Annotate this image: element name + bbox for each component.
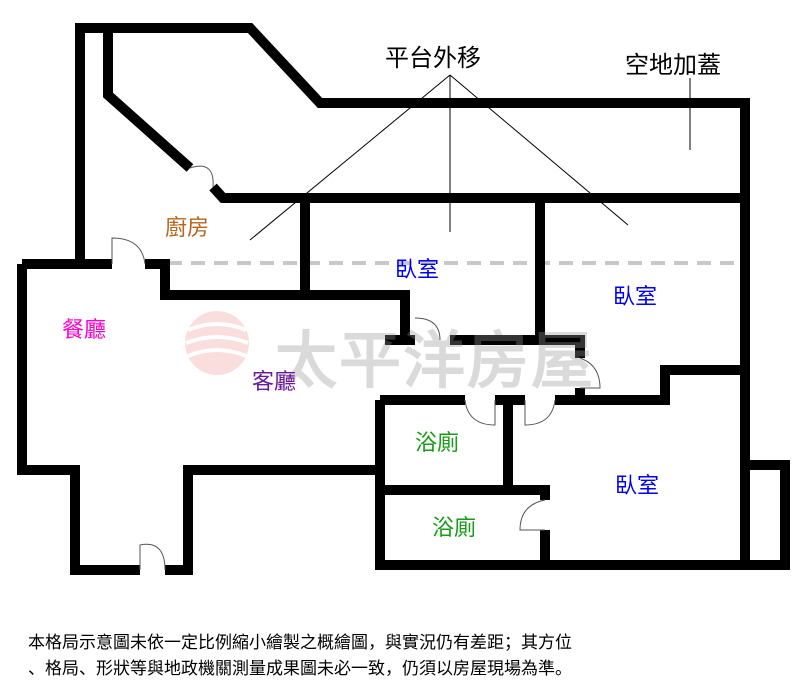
room-label-bedroom-3: 臥室	[615, 474, 660, 499]
room-label-dining: 餐廳	[62, 318, 107, 343]
disclaimer-line-1: 本格局示意圖未依一定比例縮小繪製之概繪圖，與實況仍有差距；其方位	[28, 633, 572, 653]
door-arcs	[111, 165, 601, 571]
room-label-bath-1: 浴廁	[415, 431, 460, 456]
room-label-kitchen: 廚房	[165, 216, 210, 241]
room-label-bedroom-1: 臥室	[395, 258, 440, 283]
disclaimer-line-2: 、格局、形狀等與地政機關測量成果圖未必一致，仍須以房屋現場為準。	[28, 659, 572, 679]
room-label-bath-2: 浴廁	[432, 516, 477, 541]
vacant-addition-label: 空地加蓋	[625, 51, 721, 79]
watermark-logo-icon	[185, 311, 249, 375]
platform-moved-label: 平台外移	[385, 44, 481, 72]
walls	[17, 23, 790, 575]
callout-lines	[249, 74, 691, 241]
room-label-living: 客廳	[252, 370, 297, 395]
watermark-text: 太平洋房屋	[275, 324, 596, 397]
room-label-bedroom-2: 臥室	[613, 285, 658, 310]
